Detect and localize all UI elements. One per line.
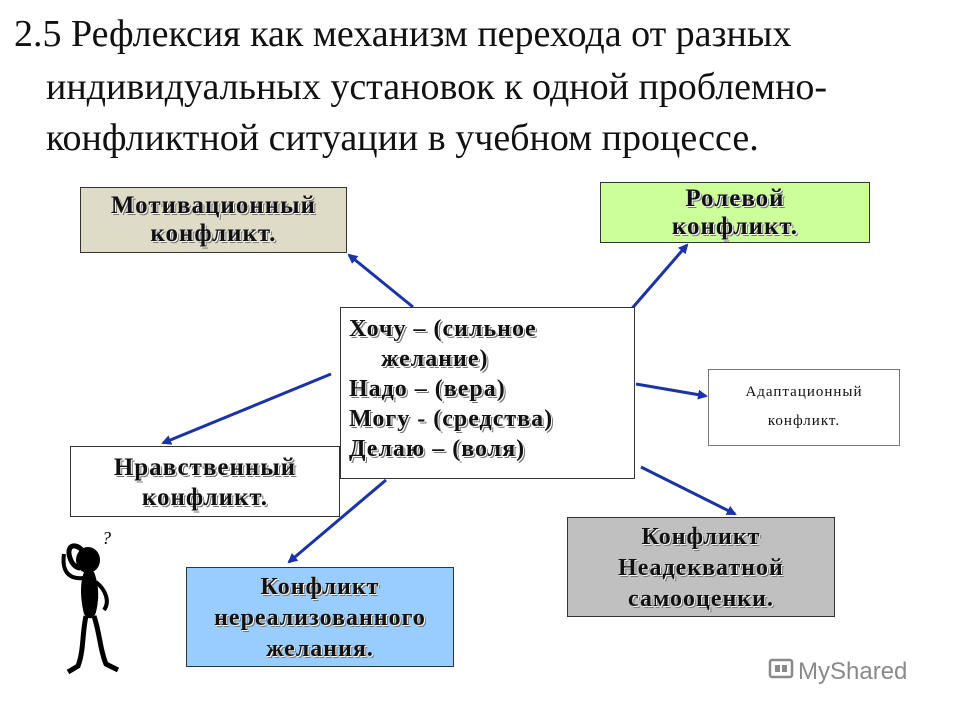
inadequate-line-3: самооценки. bbox=[628, 586, 774, 612]
central-reflection-box: Хочу – (сильное желание) Надо – (вера) М… bbox=[340, 307, 635, 479]
arrow-to-motivational bbox=[347, 253, 414, 309]
center-line-2: желание) bbox=[381, 346, 489, 372]
title-line-1: 2.5 Рефлексия как механизм перехода от р… bbox=[14, 13, 792, 55]
adaptation-line-2: конфликт. bbox=[767, 413, 841, 429]
title-line-3: конфликтной ситуации в учебном процессе. bbox=[46, 117, 759, 159]
center-line-5: Делаю – (воля) bbox=[349, 436, 526, 462]
adaptation-conflict-box: Адаптационный конфликт. bbox=[708, 369, 900, 446]
inadequate-line-2: Неадекватной bbox=[618, 555, 784, 581]
question-mark: ? bbox=[102, 528, 111, 548]
unrealized-line-3: желания. bbox=[266, 636, 374, 662]
moral-conflict-box: Нравственный конфликт. bbox=[70, 446, 340, 517]
center-line-1: Хочу – (сильное bbox=[349, 316, 537, 342]
role-conflict-box: Ролевой конфликт. bbox=[600, 182, 870, 243]
center-line-4: Могу - (средства) bbox=[349, 406, 554, 432]
arrow-to-unrealized bbox=[287, 478, 387, 564]
inadequate-line-1: Конфликт bbox=[641, 524, 761, 550]
unrealized-line-2: нереализованного bbox=[214, 605, 426, 631]
moral-line-1: Нравственный bbox=[113, 454, 297, 481]
adaptation-line-1: Адаптационный bbox=[745, 384, 863, 400]
arrow-to-role bbox=[626, 243, 689, 314]
arrow-to-inadequate bbox=[640, 465, 737, 516]
motivational-line-2: конфликт. bbox=[150, 220, 277, 247]
motivational-conflict-box: Мотивационный конфликт. bbox=[80, 187, 347, 253]
myshared-watermark: MyShared bbox=[768, 656, 907, 689]
role-line-1: Ролевой bbox=[685, 185, 785, 212]
watermark-text: MyShared bbox=[798, 657, 908, 685]
role-line-2: конфликт. bbox=[671, 213, 799, 240]
thinking-person-icon: ? bbox=[44, 524, 134, 689]
title-line-2: индивидуальных установок к одной проблем… bbox=[46, 66, 828, 108]
myshared-logo-icon bbox=[768, 656, 794, 689]
center-line-3: Надо – (вера) bbox=[349, 376, 506, 402]
arrow-to-adaptation bbox=[635, 382, 708, 400]
motivational-line-1: Мотивационный bbox=[110, 192, 317, 219]
unrealized-line-1: Конфликт bbox=[260, 574, 380, 600]
moral-line-2: конфликт. bbox=[141, 484, 269, 511]
arrow-to-moral bbox=[161, 372, 332, 445]
unrealized-desire-conflict-box: Конфликт нереализованного желания. bbox=[186, 567, 454, 667]
inadequate-self-esteem-conflict-box: Конфликт Неадекватной самооценки. bbox=[567, 517, 835, 617]
